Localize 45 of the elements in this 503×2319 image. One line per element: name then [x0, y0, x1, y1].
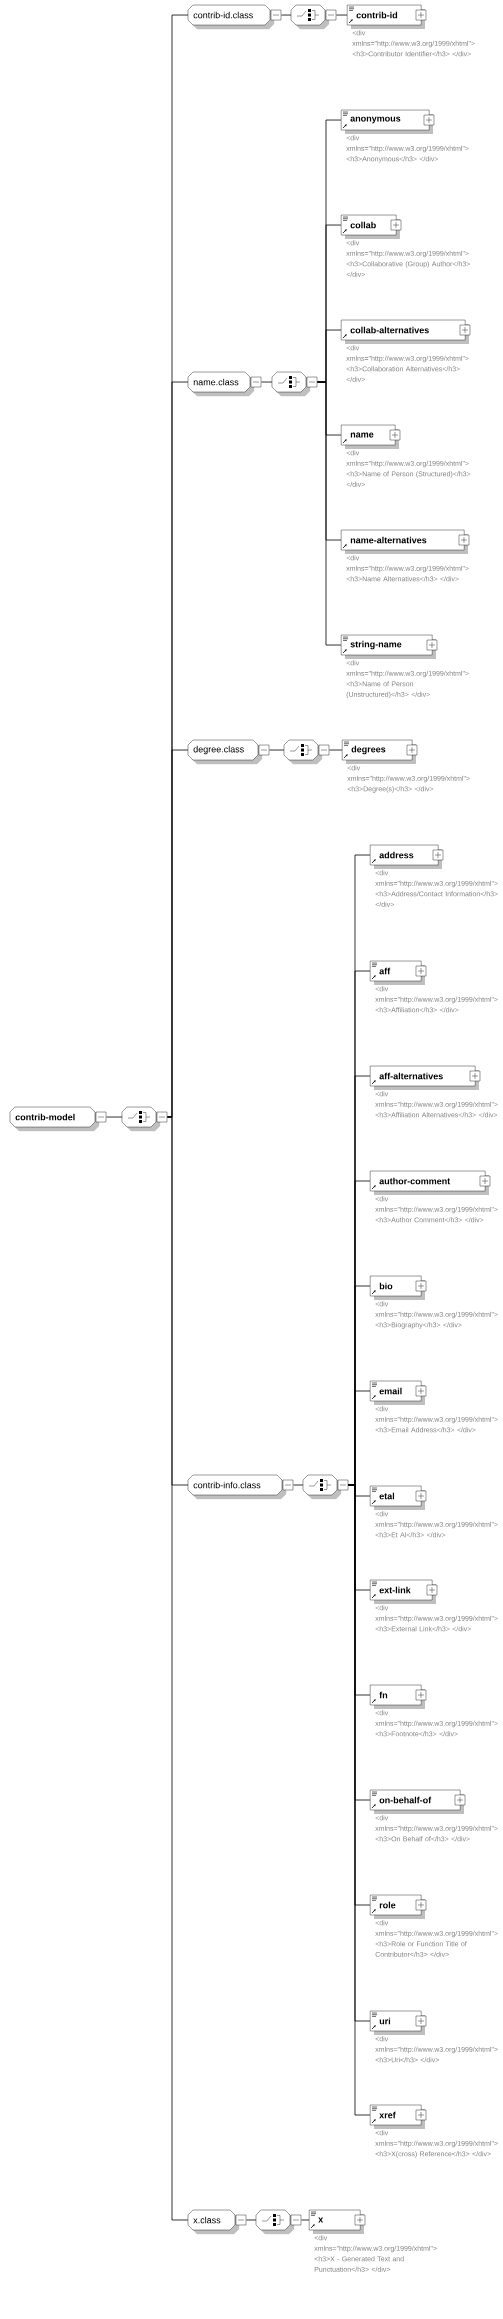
- connector-line: [246, 2219, 257, 2221]
- element-box: on-behalf-of: [370, 1789, 466, 1814]
- group-box: contrib-info.class: [187, 1474, 294, 1500]
- element-box: name: [341, 424, 401, 450]
- element-box: address: [370, 844, 444, 869]
- connector-line: [336, 14, 348, 16]
- group-box: contrib-id.class: [187, 4, 282, 30]
- sequence-compositor: [302, 1474, 349, 1500]
- connector-line: [281, 14, 292, 16]
- sequence-compositor: [290, 4, 337, 30]
- element-box: fn: [370, 1684, 427, 1709]
- sequence-compositor: [121, 1106, 168, 1132]
- element-box: name-alternatives: [341, 529, 470, 555]
- element-box: collab-alternatives: [341, 319, 471, 345]
- element-box: etal: [370, 1485, 427, 1510]
- element-box: contrib-id: [347, 4, 427, 30]
- group-box: name.class: [187, 371, 262, 397]
- sequence-compositor: [271, 371, 318, 397]
- sequence-compositor: [255, 2209, 302, 2235]
- element-box: aff: [370, 960, 427, 985]
- element-box: author-comment: [370, 1170, 491, 1195]
- group-box: degree.class: [187, 739, 270, 765]
- element-box: xref: [370, 2104, 427, 2129]
- connector-line: [269, 749, 285, 751]
- element-box: string-name: [341, 634, 438, 660]
- element-box: collab: [341, 214, 402, 240]
- element-box: bio: [370, 1275, 427, 1300]
- element-box: ext-link: [370, 1579, 438, 1604]
- root-element-box: contrib-model: [9, 1106, 107, 1132]
- connector-line: [329, 749, 343, 751]
- element-box: uri: [370, 2010, 427, 2035]
- connector-line: [167, 1116, 189, 2221]
- connector-line: [261, 381, 273, 383]
- group-box: x.class: [187, 2209, 247, 2235]
- sequence-compositor: [283, 739, 330, 765]
- connector-line: [301, 2219, 310, 2221]
- element-box: aff-alternatives: [370, 1065, 481, 1090]
- element-box: anonymous: [341, 109, 435, 135]
- connector-line: [317, 381, 342, 646]
- element-box: x: [309, 2209, 366, 2234]
- element-box: degrees: [342, 739, 418, 764]
- element-box: role: [370, 1894, 427, 1919]
- element-box: email: [370, 1380, 427, 1405]
- connector-line: [293, 1484, 304, 1486]
- connector-line: [106, 1116, 123, 1118]
